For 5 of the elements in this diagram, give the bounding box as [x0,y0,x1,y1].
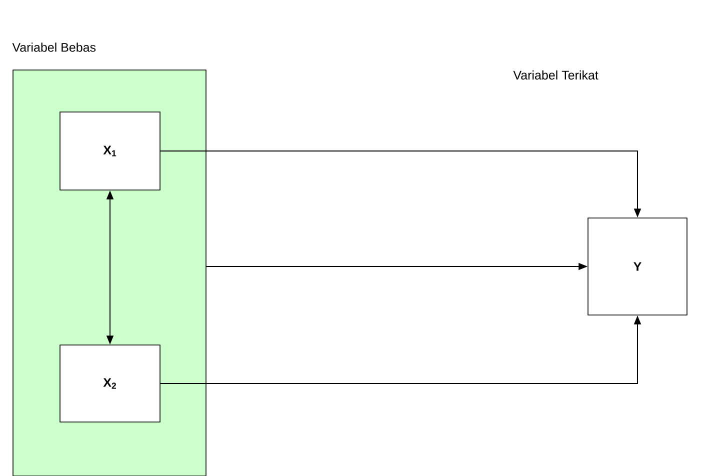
heading: Variabel Terikat [513,70,598,80]
variable-box: X$_{1}$ [60,112,160,190]
variable-box: X$_{2}$ [60,344,160,422]
node-label: Variabel Bebas [12,42,96,52]
variable-box: Y [588,218,688,316]
